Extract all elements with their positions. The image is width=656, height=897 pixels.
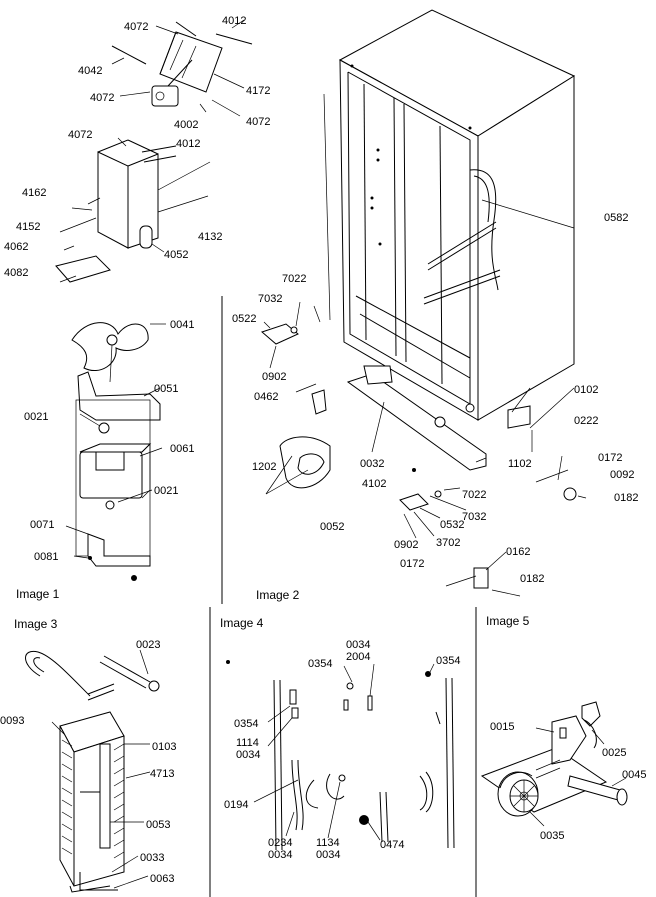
label-0032: 0032 bbox=[360, 458, 384, 470]
damper-assembly-drawing bbox=[55, 19, 253, 581]
label-0061: 0061 bbox=[170, 443, 194, 455]
label-7032: 7032 bbox=[462, 511, 486, 523]
label-3702: 3702 bbox=[436, 537, 460, 549]
label-4042: 4042 bbox=[78, 65, 102, 77]
label-4052: 4052 bbox=[164, 249, 188, 261]
label-4132: 4132 bbox=[198, 231, 222, 243]
label-0182: 0182 bbox=[520, 573, 544, 585]
label-4012: 4012 bbox=[176, 138, 200, 150]
label-0902: 0902 bbox=[394, 539, 418, 551]
label-0035: 0035 bbox=[540, 830, 564, 842]
label-7022: 7022 bbox=[462, 489, 486, 501]
label-0021: 0021 bbox=[154, 485, 178, 497]
label-0522: 0522 bbox=[232, 313, 256, 325]
label-0102: 0102 bbox=[574, 384, 598, 396]
roller-drawing bbox=[480, 701, 628, 827]
label-0034: 0034 bbox=[316, 849, 340, 861]
label-0222: 0222 bbox=[574, 415, 598, 427]
label-4012: 4012 bbox=[222, 15, 246, 27]
label-0902: 0902 bbox=[262, 371, 286, 383]
label-1134: 1134 bbox=[316, 837, 340, 849]
label-0462: 0462 bbox=[254, 391, 278, 403]
label-0162: 0162 bbox=[506, 546, 530, 558]
label-0354: 0354 bbox=[234, 718, 258, 730]
coil-fins bbox=[61, 739, 125, 859]
label-0034: 0034 bbox=[346, 639, 370, 651]
label-0051: 0051 bbox=[154, 383, 178, 395]
caption-image-2: Image 2 bbox=[256, 588, 300, 602]
label-0052: 0052 bbox=[320, 521, 344, 533]
section-dividers bbox=[209, 296, 477, 897]
label-0081: 0081 bbox=[34, 551, 58, 563]
label-0474: 0474 bbox=[380, 839, 404, 851]
label-4082: 4082 bbox=[4, 267, 28, 279]
label-0034: 0034 bbox=[268, 849, 292, 861]
caption-image-1: Image 1 bbox=[16, 587, 60, 601]
label-4172: 4172 bbox=[246, 85, 270, 97]
label-0071: 0071 bbox=[30, 519, 54, 531]
caption-image-3: Image 3 bbox=[14, 617, 58, 631]
label-1114: 1114 bbox=[236, 737, 259, 749]
label-0172: 0172 bbox=[598, 452, 622, 464]
label-4072: 4072 bbox=[90, 92, 114, 104]
label-0194: 0194 bbox=[224, 799, 248, 811]
label-4002: 4002 bbox=[174, 119, 198, 131]
label-0041: 0041 bbox=[170, 319, 194, 331]
label-4162: 4162 bbox=[22, 187, 46, 199]
label-4713: 4713 bbox=[150, 768, 174, 780]
label-0015: 0015 bbox=[490, 721, 514, 733]
label-0063: 0063 bbox=[150, 873, 174, 885]
label-0021: 0021 bbox=[24, 411, 48, 423]
label-1202: 1202 bbox=[252, 461, 276, 473]
label-0034: 0034 bbox=[236, 749, 260, 761]
label-1102: 1102 bbox=[508, 458, 532, 470]
label-0033: 0033 bbox=[140, 852, 164, 864]
label-4072: 4072 bbox=[68, 129, 92, 141]
label-0053: 0053 bbox=[146, 819, 170, 831]
label-0532: 0532 bbox=[440, 519, 464, 531]
label-4072: 4072 bbox=[246, 116, 270, 128]
label-0582: 0582 bbox=[604, 212, 628, 224]
liner-tubing-drawing bbox=[226, 660, 455, 851]
label-0172: 0172 bbox=[400, 558, 424, 570]
label-0354: 0354 bbox=[308, 658, 332, 670]
label-0103: 0103 bbox=[152, 741, 176, 753]
label-0182: 0182 bbox=[614, 492, 638, 504]
label-0025: 0025 bbox=[602, 747, 626, 759]
label-0093: 0093 bbox=[0, 715, 24, 727]
caption-image-4: Image 4 bbox=[220, 616, 264, 630]
label-4102: 4102 bbox=[362, 478, 386, 490]
label-4152: 4152 bbox=[16, 221, 40, 233]
label-4062: 4062 bbox=[4, 241, 28, 253]
label-0092: 0092 bbox=[610, 469, 634, 481]
label-0354: 0354 bbox=[436, 655, 460, 667]
label-4072: 4072 bbox=[124, 21, 148, 33]
label-7032: 7032 bbox=[258, 293, 282, 305]
label-0045: 0045 bbox=[622, 769, 646, 781]
label-2004: 2004 bbox=[346, 651, 370, 663]
cabinet-drawing bbox=[261, 9, 587, 597]
evaporator-drawing bbox=[25, 649, 160, 893]
label-7022: 7022 bbox=[282, 273, 306, 285]
caption-image-5: Image 5 bbox=[486, 614, 530, 628]
label-0023: 0023 bbox=[136, 639, 160, 651]
label-0234: 0234 bbox=[268, 837, 292, 849]
